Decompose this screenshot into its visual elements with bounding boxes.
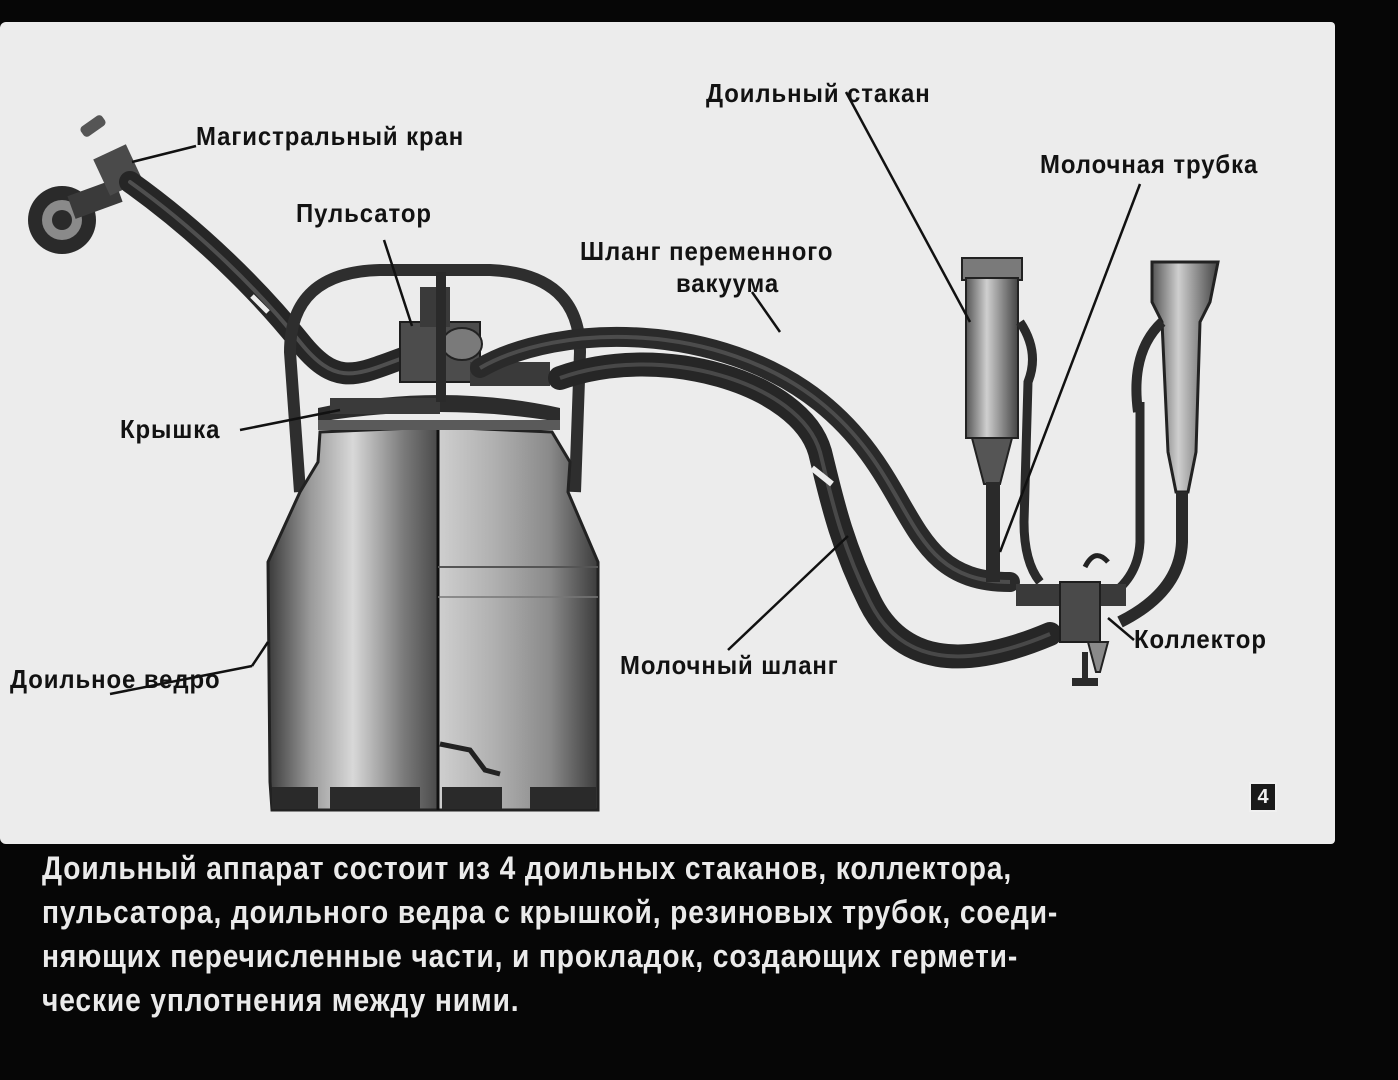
pulsator	[399, 272, 550, 402]
milk-hose-label: Молочный шланг	[620, 650, 839, 680]
vacuum-hose-label-line2: вакуума	[676, 268, 780, 298]
caption-line: ческие уплотнения между ними.	[42, 982, 520, 1018]
lid-label: Крышка	[120, 414, 221, 444]
pulsator-label: Пульсатор	[296, 198, 432, 228]
bucket-label: Доильное ведро	[10, 664, 221, 694]
leader-lines	[109, 91, 1142, 696]
bucket-lid	[318, 395, 560, 430]
teat-cup	[961, 257, 1044, 585]
teat-cup-label: Доильный стакан	[706, 78, 931, 108]
milk-tube-label: Молочная трубка	[1040, 149, 1259, 179]
vacuum-hose-label-line1: Шланг переменного	[580, 236, 834, 266]
caption-line: пульсатора, доильного ведра с крышкой, р…	[42, 894, 1059, 930]
diagram-frame: Магистральный кран Пульсатор Крышка Доил…	[0, 22, 1335, 844]
caption-line: няющих перечисленные части, и прокладок,…	[42, 938, 1019, 974]
caption-line: Доильный аппарат состоит из 4 доильных с…	[42, 850, 1013, 886]
caption: Доильный аппарат состоит из 4 доильных с…	[42, 846, 1292, 1022]
collector	[1016, 553, 1126, 686]
teat-cup-liner	[1097, 260, 1220, 628]
main-valve-label: Магистральный кран	[196, 121, 465, 151]
milking-bucket	[266, 425, 600, 812]
page-number-badge: 4	[1249, 782, 1277, 812]
collector-label: Коллектор	[1134, 624, 1267, 654]
milking-machine-illustration	[28, 91, 1220, 812]
bucket-handle	[283, 264, 587, 493]
